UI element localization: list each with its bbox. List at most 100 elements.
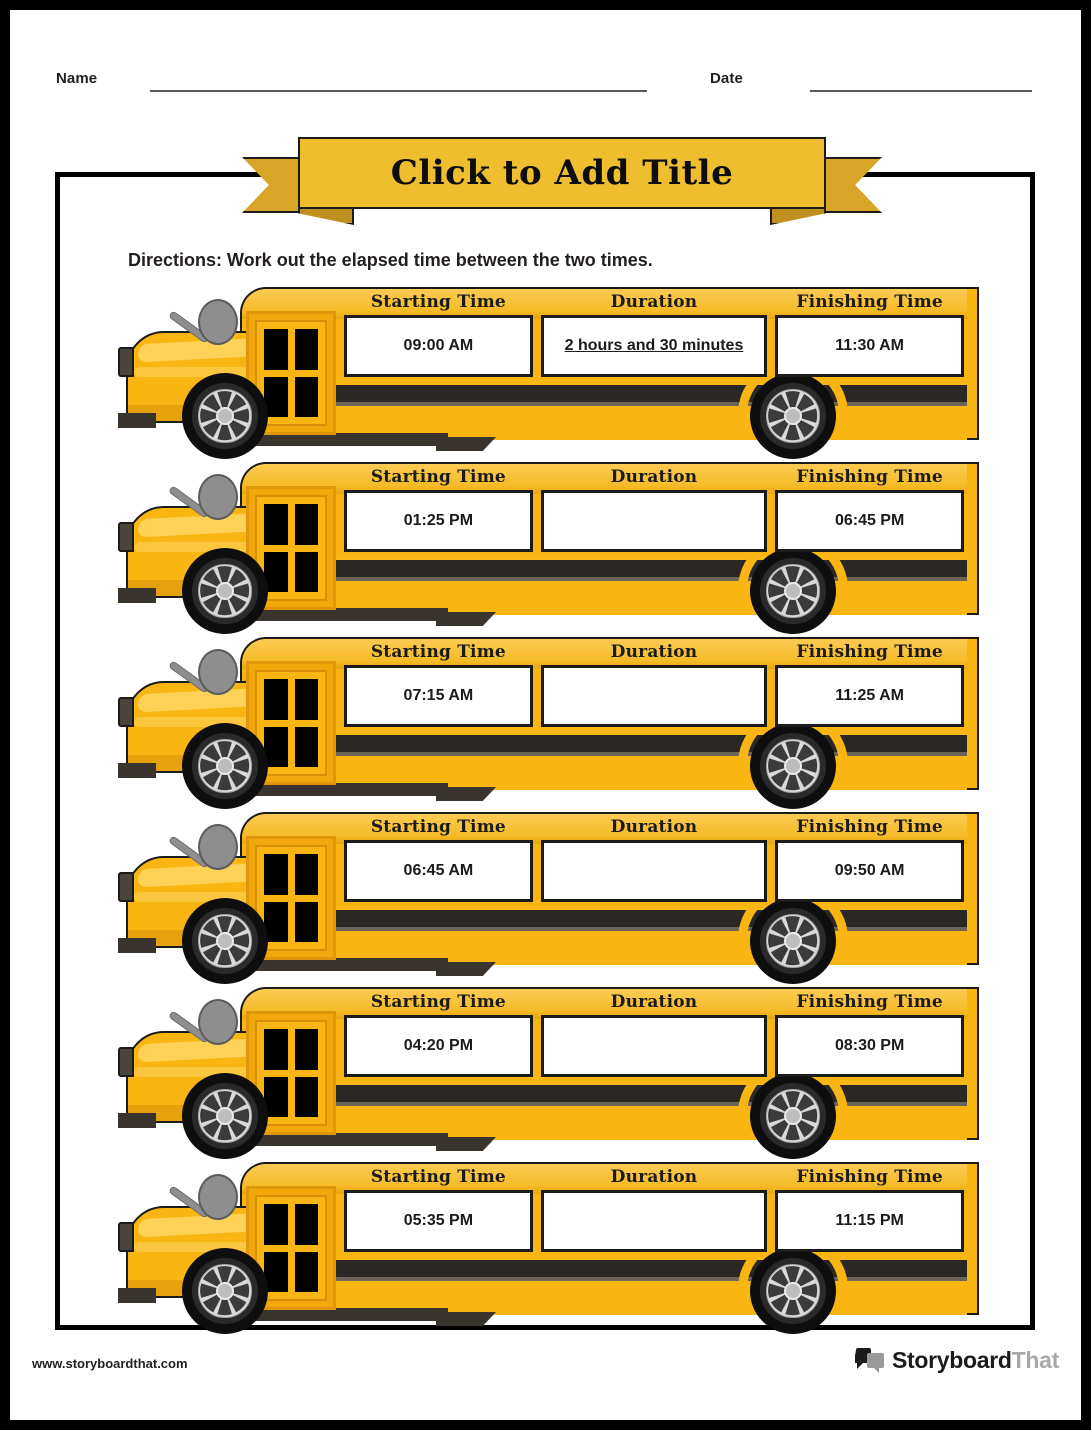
bus-stripe-highlight <box>240 927 977 931</box>
date-write-line[interactable] <box>810 90 1032 92</box>
bus-stripe <box>240 735 977 752</box>
duration-header: Duration <box>610 292 698 312</box>
wheel-spokes <box>768 1091 818 1141</box>
finish-time-value: 08:30 PM <box>834 1037 905 1054</box>
storyboardthat-logo[interactable]: StoryboardThat <box>854 1347 1059 1374</box>
bus-door-pane <box>294 1204 318 1245</box>
bus-door <box>246 661 336 785</box>
start-time-value: 06:45 AM <box>403 862 474 879</box>
directions-text: Directions: Work out the elapsed time be… <box>128 250 653 270</box>
finish-time-box: 08:30 PM <box>775 1015 964 1077</box>
duration-header: Duration <box>610 642 698 662</box>
start-time-box: 06:45 AM <box>344 840 533 902</box>
bus-stripe-highlight <box>240 577 977 581</box>
bus-door-pane <box>294 1029 318 1070</box>
duration-box[interactable] <box>540 1190 768 1252</box>
wheel-hub <box>215 1281 235 1301</box>
duration-box[interactable]: 2 hours and 30 minutes <box>540 315 768 377</box>
bus-door-windows <box>255 845 327 951</box>
bus-wheel <box>182 723 268 809</box>
footer-url[interactable]: www.storyboardthat.com <box>32 1356 188 1371</box>
finish-time-value: 11:30 AM <box>835 337 905 354</box>
finish-time-box: 11:30 AM <box>775 315 964 377</box>
bus-door-pane <box>294 901 318 942</box>
wheel-hub <box>783 931 803 951</box>
bus-bumper <box>118 1288 156 1303</box>
bus-door-pane <box>294 1076 318 1117</box>
duration-header: Duration <box>610 992 698 1012</box>
bus-wheel <box>182 548 268 634</box>
start-time-value: 07:15 AM <box>403 687 474 704</box>
bus-step-shadow <box>436 787 496 801</box>
bus-roof-highlight <box>242 639 973 669</box>
bus-door-windows <box>255 320 327 426</box>
duration-box[interactable] <box>540 1015 768 1077</box>
bus-mirror <box>198 299 238 345</box>
bus-door-pane <box>294 726 318 767</box>
wheel-spokes <box>200 1266 250 1316</box>
bus-roof-highlight <box>242 1164 973 1194</box>
bus-stripe-highlight <box>240 402 977 406</box>
table-cell-duration: Duration <box>540 639 768 727</box>
worksheet-page: Name Date Click to Add Title Directions:… <box>10 10 1081 1420</box>
bus-door-pane <box>294 504 318 545</box>
bus-stripe <box>240 910 977 927</box>
finish-time-header: Finishing Time <box>796 642 943 662</box>
table-cell-duration: Duration <box>540 1164 768 1252</box>
date-label: Date <box>710 70 743 87</box>
title-banner-panel[interactable]: Click to Add Title <box>298 137 826 209</box>
wheel-hub <box>783 756 803 776</box>
bus-wheel <box>182 1248 268 1334</box>
bus-door-pane <box>294 551 318 592</box>
bus-door-pane <box>264 1076 288 1117</box>
finish-time-value: 11:15 PM <box>835 1212 904 1229</box>
bus-stripe-highlight <box>240 1277 977 1281</box>
bus-door-pane <box>264 901 288 942</box>
duration-header: Duration <box>610 467 698 487</box>
bus-bumper <box>118 763 156 778</box>
start-time-value: 09:00 AM <box>403 337 474 354</box>
duration-box[interactable] <box>540 490 768 552</box>
start-time-box: 09:00 AM <box>344 315 533 377</box>
wheel-hub <box>783 1106 803 1126</box>
duration-box[interactable] <box>540 840 768 902</box>
bus-hood-highlight-2 <box>134 367 270 377</box>
title-banner[interactable]: Click to Add Title <box>242 137 882 229</box>
wheel-spokes <box>768 741 818 791</box>
table-cell-duration: Duration 2 hours and 30 minutes <box>540 289 768 377</box>
bus-hood-highlight-2 <box>134 1067 270 1077</box>
bus-grille <box>118 1222 134 1252</box>
wheel-hub <box>215 1106 235 1126</box>
wheel-hub <box>215 756 235 776</box>
duration-value: 2 hours and 30 minutes <box>564 337 744 354</box>
duration-box[interactable] <box>540 665 768 727</box>
speech-bubble-icon <box>854 1347 884 1373</box>
bus-door-pane <box>294 854 318 895</box>
wheel-spokes <box>200 391 250 441</box>
bus-skirt-shadow <box>248 433 448 446</box>
bus-step-shadow <box>436 962 496 976</box>
wheel-hub <box>215 931 235 951</box>
bus-skirt-shadow <box>248 1133 448 1146</box>
bus-roof-highlight <box>242 814 973 844</box>
bus-rear-cap <box>967 287 979 440</box>
bus-skirt-shadow <box>248 958 448 971</box>
bus-door-pane <box>294 376 318 417</box>
start-time-box: 05:35 PM <box>344 1190 533 1252</box>
bus-hood-highlight-2 <box>134 542 270 552</box>
bus-mirror <box>198 999 238 1045</box>
name-write-line[interactable] <box>150 90 647 92</box>
wheel-spokes <box>768 391 818 441</box>
